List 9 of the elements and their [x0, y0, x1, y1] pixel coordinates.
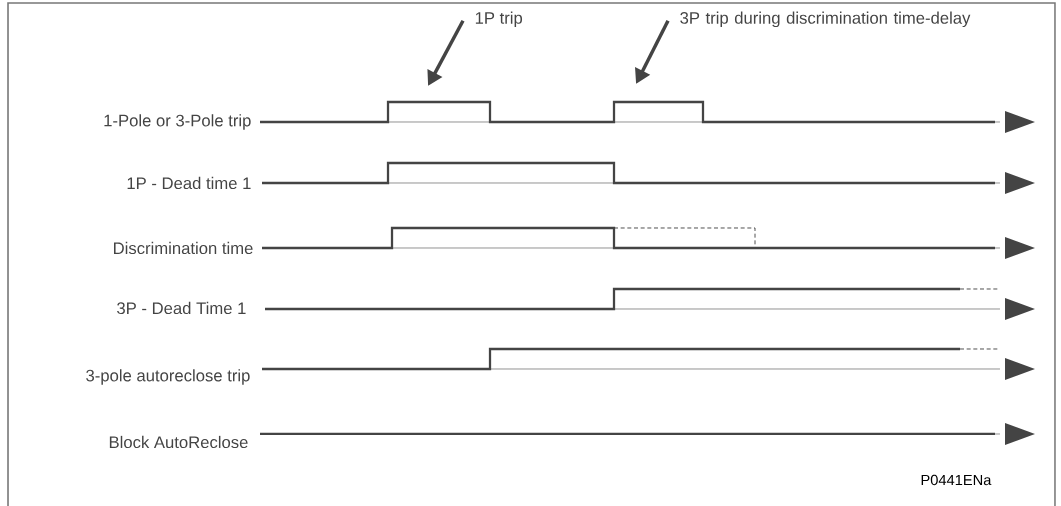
signal-label: 3P - Dead Time 1	[117, 301, 246, 315]
annotation-text: 1P trip	[475, 11, 523, 28]
figure-code: P0441ENa	[921, 474, 992, 486]
signal-label: 3-pole autoreclose trip	[86, 369, 250, 385]
annotation-text: 3P trip during discrimination time-delay	[680, 11, 971, 28]
signal-label: 1-Pole or 3-Pole trip	[104, 114, 251, 130]
signal-label: Discrimination time	[114, 241, 253, 255]
signal-label: 1P - Dead time 1	[127, 176, 251, 190]
signal-label: Block AutoReclose	[109, 435, 248, 449]
